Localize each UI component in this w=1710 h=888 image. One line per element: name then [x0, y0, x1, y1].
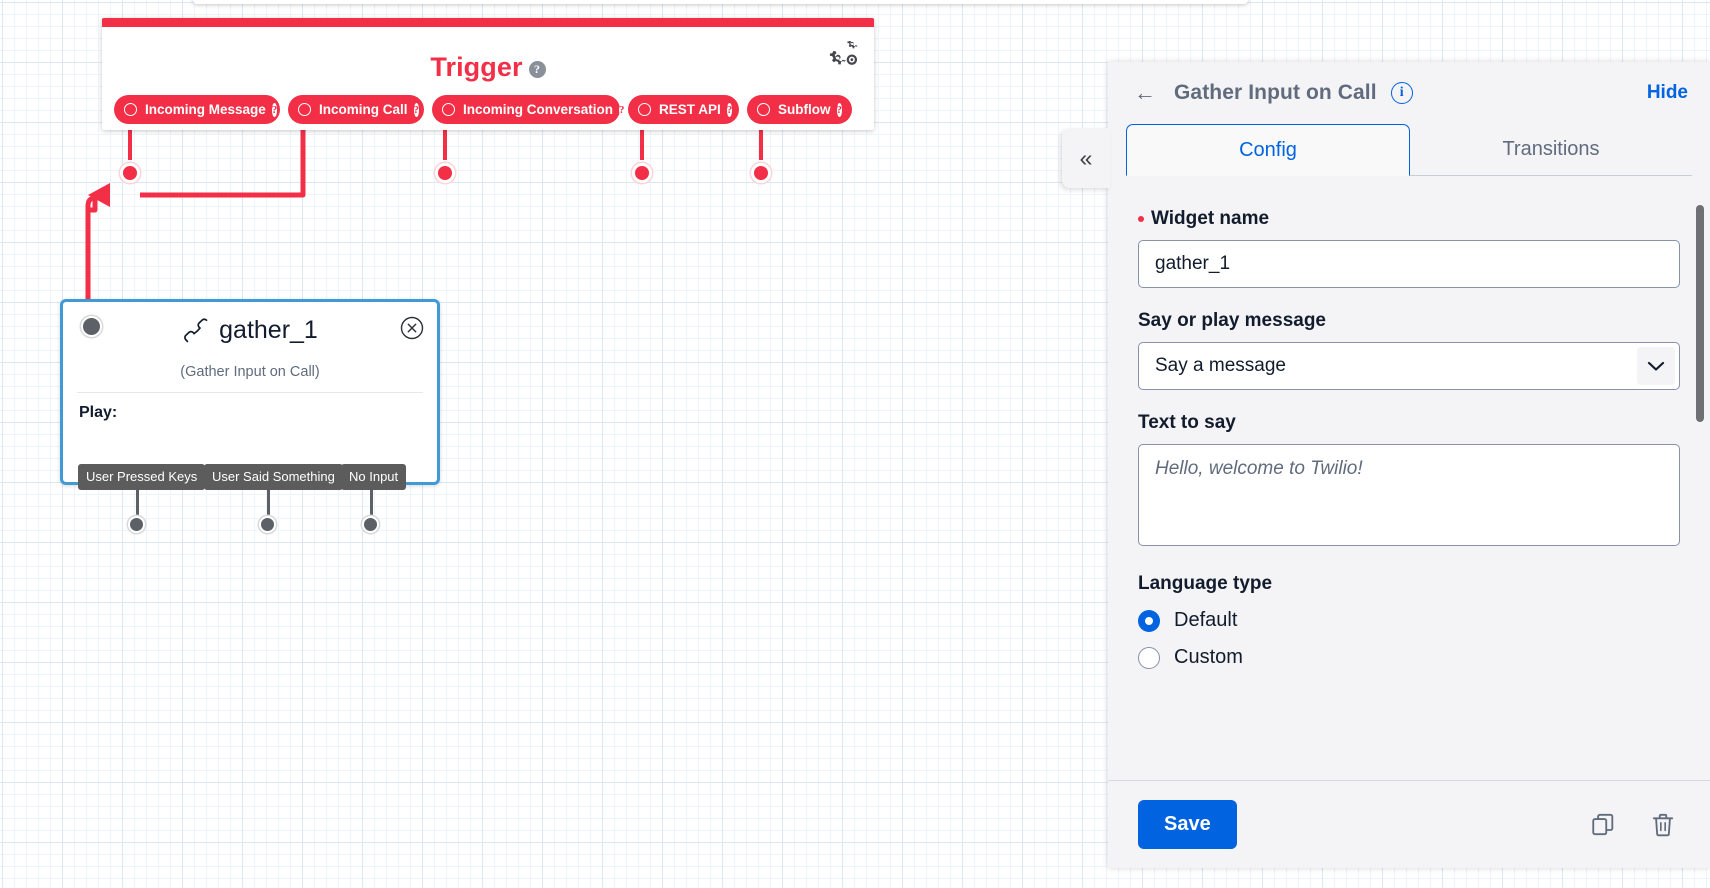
pill-label: Incoming Message: [145, 102, 266, 117]
trigger-pill-row: Incoming Message?Incoming Call?Incoming …: [102, 95, 874, 125]
transition-output-dot[interactable]: [128, 516, 145, 533]
radio-custom-indicator: [1138, 646, 1160, 669]
back-arrow-icon[interactable]: ←: [1134, 80, 1156, 105]
pill-connector-ring: [638, 103, 651, 116]
panel-title: Gather Input on Call: [1174, 81, 1377, 104]
widget-title-text: gather_1: [219, 316, 318, 344]
trigger-pill-subflow[interactable]: Subflow?: [747, 95, 852, 124]
radio-default-label: Default: [1174, 609, 1238, 631]
text-to-say-textarea[interactable]: [1138, 444, 1680, 546]
transition-chip-no-input[interactable]: No Input: [341, 464, 407, 490]
help-icon[interactable]: ?: [619, 102, 625, 117]
widget-play-label: Play:: [79, 404, 118, 421]
transition-output-dot[interactable]: [362, 516, 379, 533]
panel-body[interactable]: Widget name Say or play message Text to …: [1108, 176, 1710, 780]
field-language-type: Language type Default Custom: [1138, 573, 1680, 669]
help-icon[interactable]: ?: [271, 102, 278, 117]
pill-connector-ring: [757, 103, 770, 116]
trigger-dot-incoming-message[interactable]: [120, 163, 140, 183]
trigger-card[interactable]: Trigger? Incoming Message?Incoming Call?…: [102, 18, 874, 130]
trigger-title-text: Trigger: [430, 52, 523, 82]
phone-handset-icon: [184, 317, 208, 342]
widget-input-dot[interactable]: [81, 316, 102, 337]
help-icon[interactable]: ?: [836, 102, 842, 117]
trigger-dot-subflow[interactable]: [751, 163, 771, 183]
language-type-label: Language type: [1138, 573, 1273, 594]
trigger-pill-rest-api[interactable]: REST API?: [628, 95, 739, 124]
field-text-to-say: Text to say: [1138, 412, 1680, 551]
collapse-panel-button[interactable]: «: [1062, 128, 1110, 188]
panel-header: ← Gather Input on Call i Hide: [1108, 62, 1710, 124]
pill-connector-ring: [442, 103, 455, 116]
trigger-help-icon[interactable]: ?: [528, 61, 546, 78]
gears-icon[interactable]: [828, 41, 858, 69]
pill-label: Incoming Conversation: [463, 102, 614, 117]
widget-type-label: (Gather Input on Call): [180, 364, 320, 380]
content-scrollbar-thumb[interactable]: [1696, 205, 1704, 361]
radio-custom[interactable]: Custom: [1138, 646, 1680, 669]
radio-default-indicator: [1138, 609, 1160, 632]
text-to-say-label: Text to say: [1138, 412, 1236, 433]
partial-widget-card-above: [193, 0, 1248, 4]
pill-label: Subflow: [778, 102, 831, 117]
double-chevron-left-icon: «: [1079, 144, 1093, 171]
field-say-or-play: Say or play message: [1138, 310, 1680, 390]
trigger-dot-rest-api[interactable]: [632, 163, 652, 183]
panel-tabs: Config Transitions: [1108, 124, 1710, 176]
close-icon[interactable]: [400, 316, 424, 340]
widget-node-gather_1[interactable]: gather_1 (Gather Input on Call) Play:: [60, 299, 440, 485]
radio-custom-label: Custom: [1174, 646, 1243, 668]
panel-footer: Save: [1108, 780, 1710, 868]
trash-icon[interactable]: [1650, 812, 1676, 838]
info-icon[interactable]: i: [1390, 82, 1413, 104]
radio-default[interactable]: Default: [1138, 609, 1680, 632]
widget-name-label-text: Widget name: [1151, 208, 1270, 229]
pill-label: Incoming Call: [319, 102, 408, 117]
help-icon[interactable]: ?: [726, 102, 733, 117]
widget-title: gather_1: [63, 316, 437, 345]
field-widget-name: Widget name: [1138, 208, 1680, 288]
transition-stem: [370, 490, 373, 524]
say-or-play-label: Say or play message: [1138, 310, 1326, 331]
trigger-pill-incoming-conversation[interactable]: Incoming Conversation?: [432, 95, 625, 124]
trigger-dot-incoming-conversation[interactable]: [435, 163, 455, 183]
pill-connector-ring: [298, 103, 311, 116]
transition-chip-user-said-something[interactable]: User Said Something: [204, 464, 343, 490]
copy-icon[interactable]: [1590, 812, 1616, 838]
widget-config-panel: « ← Gather Input on Call i Hide Config T…: [1062, 62, 1710, 868]
widget-divider: [77, 392, 423, 393]
save-button[interactable]: Save: [1138, 800, 1237, 849]
trigger-pill-incoming-call[interactable]: Incoming Call?: [288, 95, 424, 124]
tab-config[interactable]: Config: [1126, 124, 1410, 176]
widget-name-input[interactable]: [1138, 240, 1680, 288]
required-dot: [1138, 216, 1144, 222]
transition-output-dot[interactable]: [259, 516, 276, 533]
transition-stem: [136, 490, 139, 524]
trigger-title: Trigger?: [102, 49, 874, 83]
say-or-play-select[interactable]: [1138, 342, 1680, 390]
pill-label: REST API: [659, 102, 721, 117]
help-icon[interactable]: ?: [413, 102, 420, 117]
transition-chip-user-pressed-keys[interactable]: User Pressed Keys: [78, 464, 206, 490]
trigger-pill-incoming-message[interactable]: Incoming Message?: [114, 95, 280, 124]
pill-connector-ring: [124, 103, 137, 116]
widget-name-label: Widget name: [1138, 208, 1680, 230]
hide-button[interactable]: Hide: [1646, 82, 1688, 103]
tab-transitions[interactable]: Transitions: [1410, 124, 1692, 176]
transition-stem: [267, 490, 270, 524]
